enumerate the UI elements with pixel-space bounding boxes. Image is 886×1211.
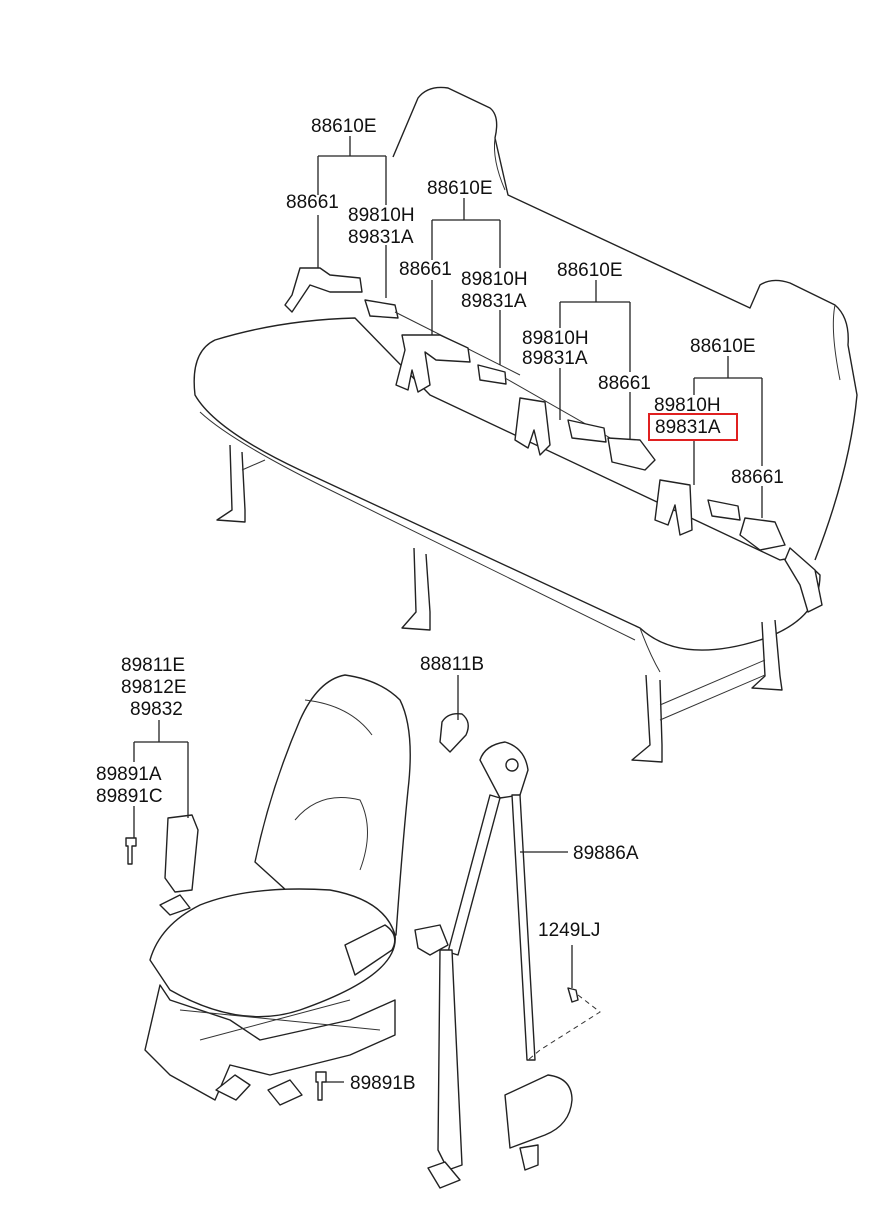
rear-belt-hardware bbox=[284, 267, 823, 613]
part-labels: 88610E 88661 89810H 89831A 88610E 88661 … bbox=[96, 116, 784, 1094]
seat-leg bbox=[631, 674, 663, 763]
buckle-89811E bbox=[164, 814, 199, 893]
rail-detail bbox=[179, 999, 381, 1041]
label-89886A: 89886A bbox=[573, 843, 639, 864]
seat-back bbox=[392, 86, 858, 561]
tongue-89810H bbox=[364, 299, 399, 319]
headrest-edge bbox=[832, 304, 841, 381]
label-88811B: 88811B bbox=[420, 654, 484, 675]
buckle-88661 bbox=[739, 517, 786, 551]
retractor-bracket bbox=[519, 1144, 539, 1171]
headrest-line bbox=[304, 699, 373, 736]
shoulder-strap bbox=[447, 794, 501, 956]
front-seatbelt bbox=[414, 712, 579, 1189]
anchor-hole bbox=[505, 758, 519, 772]
label-89811E: 89811E bbox=[121, 655, 185, 676]
label-88661: 88661 bbox=[598, 373, 651, 394]
bolt-89891A bbox=[125, 837, 137, 865]
buckle-bracket bbox=[159, 894, 191, 916]
label-89831A: 89831A bbox=[348, 227, 414, 248]
seat-leg bbox=[751, 619, 783, 691]
label-88610E: 88610E bbox=[557, 260, 623, 281]
label-88661: 88661 bbox=[731, 467, 784, 488]
buckle-88661 bbox=[514, 397, 551, 456]
screw-1249LJ bbox=[567, 987, 579, 1003]
label-1249LJ: 1249LJ bbox=[538, 920, 600, 941]
label-88610E: 88610E bbox=[690, 336, 756, 357]
front-leader-lines bbox=[133, 675, 601, 1083]
label-89831A-highlighted: 89831A bbox=[655, 417, 721, 438]
label-89891C: 89891C bbox=[96, 786, 163, 807]
lap-strap bbox=[437, 949, 463, 1171]
label-89832: 89832 bbox=[130, 699, 183, 720]
tongue-89810H bbox=[477, 364, 507, 385]
label-89891B: 89891B bbox=[350, 1073, 416, 1094]
buckle-88661 bbox=[654, 479, 693, 536]
belt-end bbox=[784, 547, 823, 613]
cushion-edge bbox=[199, 411, 636, 641]
front-buckle bbox=[125, 814, 327, 1101]
rear-bench-seat bbox=[193, 86, 858, 763]
rear-leader-lines bbox=[317, 136, 763, 518]
highlight-box bbox=[648, 413, 738, 441]
lower-anchor bbox=[427, 1161, 461, 1189]
guide-loop bbox=[414, 924, 449, 956]
seat-leg bbox=[216, 444, 246, 523]
seat-leg bbox=[401, 547, 431, 631]
recliner-lever bbox=[344, 924, 396, 976]
retractor bbox=[504, 1074, 573, 1149]
cover-88811B bbox=[439, 712, 469, 753]
tongue-89810H bbox=[707, 499, 741, 521]
leg-brace bbox=[241, 459, 266, 471]
buckle-88661 bbox=[607, 437, 656, 471]
label-89891A: 89891A bbox=[96, 764, 162, 785]
label-89810H: 89810H bbox=[654, 395, 721, 416]
label-89810H: 89810H bbox=[461, 269, 528, 290]
cushion-edge bbox=[639, 627, 661, 673]
buckle-88661 bbox=[284, 267, 363, 313]
rail-foot bbox=[215, 1074, 251, 1101]
label-89812E: 89812E bbox=[121, 677, 187, 698]
headrest-edge bbox=[494, 137, 506, 191]
label-89810H: 89810H bbox=[522, 328, 589, 349]
front-seat bbox=[144, 674, 411, 1106]
leg-brace bbox=[659, 659, 766, 721]
seatback-contour bbox=[294, 797, 368, 871]
bolt-89891B bbox=[315, 1071, 327, 1101]
seat-cushion bbox=[193, 317, 821, 651]
seat-rail bbox=[144, 984, 396, 1101]
upper-anchor bbox=[479, 741, 529, 799]
label-88661: 88661 bbox=[399, 259, 452, 280]
front-cushion bbox=[149, 888, 396, 1018]
front-seatback bbox=[254, 674, 411, 936]
label-89831A: 89831A bbox=[522, 348, 588, 369]
tongue-89810H bbox=[567, 419, 607, 443]
belt-webbing bbox=[511, 794, 536, 1061]
label-89810H: 89810H bbox=[348, 205, 415, 226]
label-89831A: 89831A bbox=[461, 291, 527, 312]
label-88610E: 88610E bbox=[427, 178, 493, 199]
buckle-88661 bbox=[395, 334, 471, 393]
rail-foot bbox=[267, 1079, 303, 1106]
label-88661: 88661 bbox=[286, 192, 339, 213]
label-88610E: 88610E bbox=[311, 116, 377, 137]
